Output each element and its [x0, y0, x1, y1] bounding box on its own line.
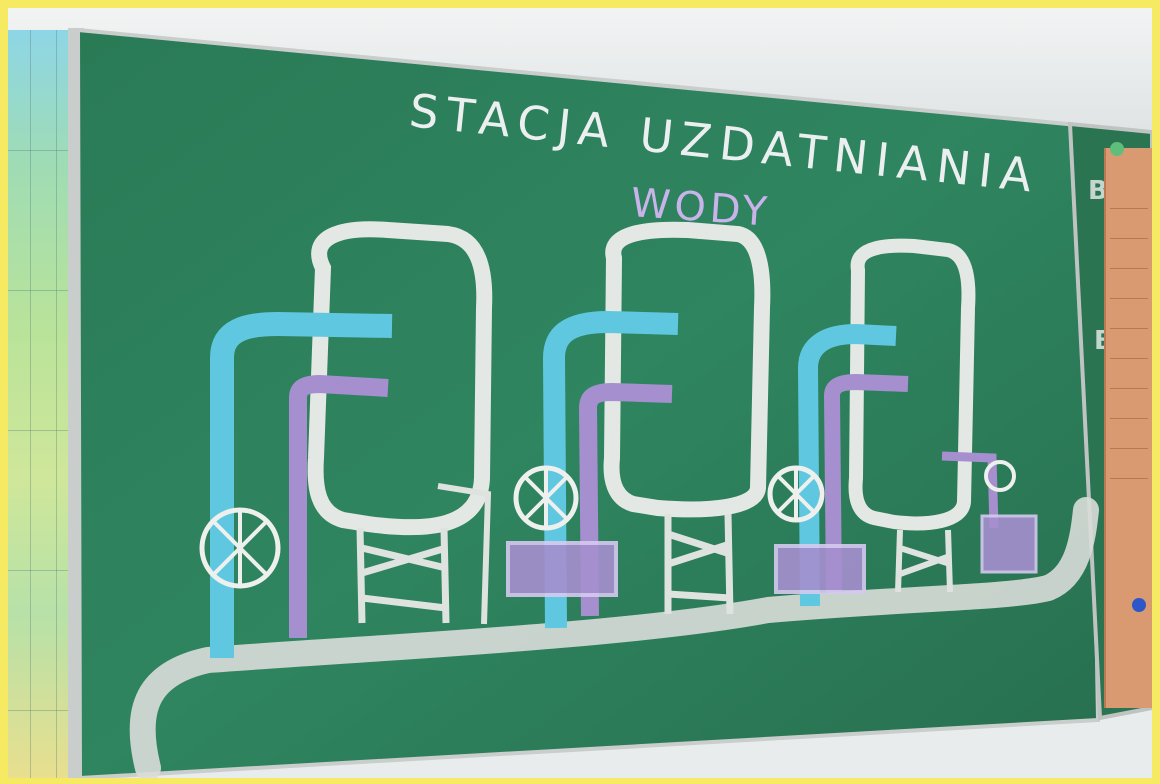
green-pushpin: [1110, 142, 1124, 156]
paper-poster: [1104, 148, 1152, 708]
chalkboard: STACJA UZDATNIANIA WODY: [8, 8, 1152, 778]
photo: STACJA UZDATNIANIA WODY: [8, 8, 1152, 778]
blue-pushpin: [1132, 598, 1146, 612]
